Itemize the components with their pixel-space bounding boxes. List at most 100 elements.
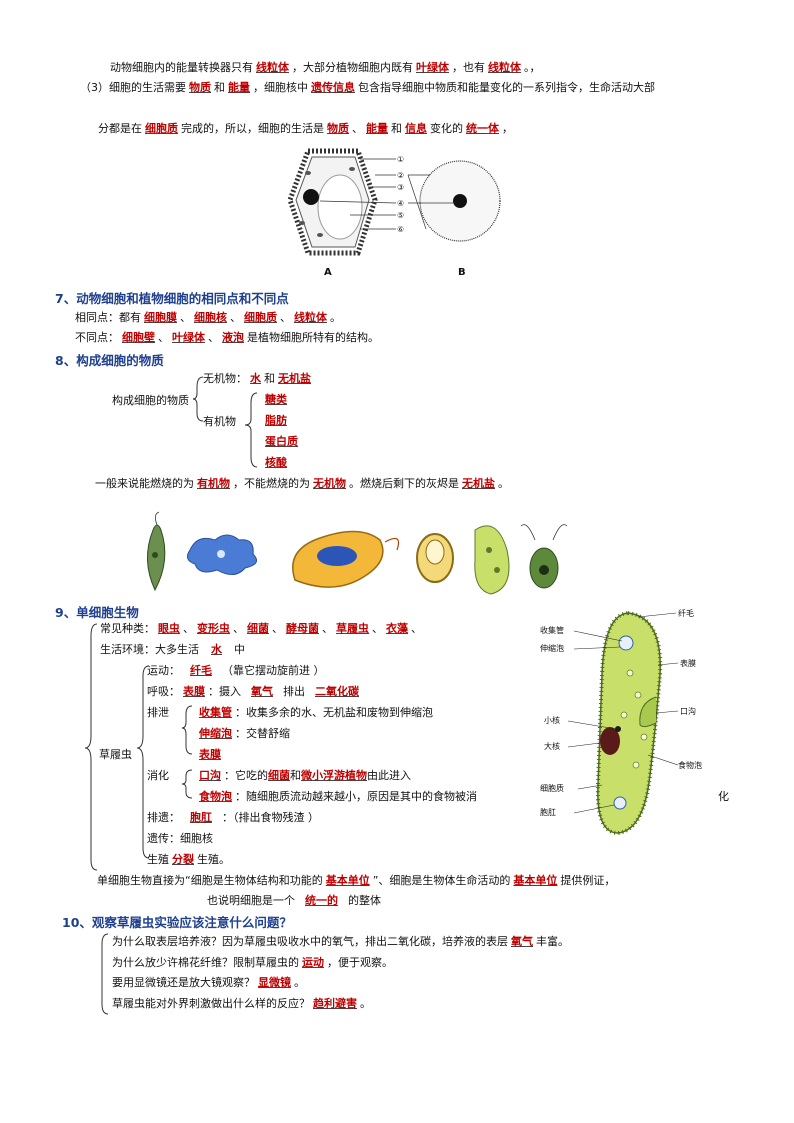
text: ：随细胞质流动越来越小，原因是其中的食物被消: [235, 790, 477, 803]
text: 不同点：: [75, 331, 119, 344]
habitat-line: 生活环境：大多生活水中: [100, 642, 245, 658]
excrete-1: 收集管：收集多余的水、无机盐和废物到伸缩泡: [196, 705, 433, 721]
answer: 草履虫: [336, 622, 369, 635]
heading-10: 10、观察草履虫实验应该注意什么问题？: [62, 915, 292, 930]
text: 和: [264, 372, 275, 385]
text: ：它吃的: [224, 769, 268, 782]
text: 动物细胞内的能量转换器只有: [110, 61, 253, 74]
text: 无机物：: [203, 372, 247, 385]
energy-line-3: 分都是在细胞质完成的，所以，细胞的生活是物质、能量和信息变化的统一体，: [98, 121, 513, 137]
answer: 衣藻: [386, 622, 408, 635]
text: 。: [498, 477, 509, 490]
paramecium-body: [597, 612, 661, 834]
answer: 遗传信息: [311, 81, 355, 94]
answer: 叶绿体: [172, 331, 205, 344]
text: ：（排出食物残渣 ）: [222, 811, 319, 824]
matter-root: 构成细胞的物质: [112, 394, 189, 407]
answer: 氧气: [251, 685, 273, 698]
amoeba-illustration: [186, 534, 258, 575]
num-4: ④: [397, 199, 404, 208]
breath-line: 呼吸：表膜：摄入氧气排出二氧化碳: [147, 684, 369, 700]
paramecium-figure: 纤毛 收集管 伸缩泡 表膜 小核 大核 口沟 食物泡 细胞质 胞肛: [538, 605, 708, 845]
answer: 细胞质: [145, 122, 178, 135]
text: （靠它摆动旋前进 ）: [222, 664, 325, 677]
text: 。燃烧后剩下的灰烬是: [349, 477, 459, 490]
answer: 脂肪: [265, 414, 287, 427]
text: ，不能燃烧的为: [233, 477, 310, 490]
oral-groove: [639, 696, 657, 728]
organic-item: 糖类: [262, 392, 290, 408]
text: ，大部分植物细胞内既有: [292, 61, 413, 74]
answer: 物质: [327, 122, 349, 135]
question-1: 为什么取表层培养液？因为草履虫吸收水中的氧气，排出二氧化碳，培养液的表层氧气丰富…: [112, 934, 569, 950]
answer: 水: [211, 643, 222, 656]
organism-strip: [147, 511, 568, 595]
text: 。: [330, 311, 341, 324]
text: 排遗：: [147, 811, 180, 824]
organic-label: 有机物: [203, 415, 236, 428]
text: ：摄入: [208, 685, 241, 698]
text: 相同点：都有: [75, 311, 141, 324]
text: 和: [214, 81, 225, 94]
text: 排出: [283, 685, 305, 698]
heading-9: 9、单细胞生物: [55, 605, 139, 620]
text: 一般来说能燃烧的为: [95, 477, 194, 490]
text: ，: [502, 122, 513, 135]
answer: 细胞壁: [122, 331, 155, 344]
answer: 伸缩泡: [199, 727, 232, 740]
text: 为什么放少许棉花纤维？限制草履虫的: [112, 956, 299, 969]
answer: 统一的: [305, 894, 338, 907]
brace-questions: [101, 933, 109, 1015]
digest-label: 消化: [147, 769, 169, 782]
answer: 趋利避害: [313, 997, 357, 1010]
answer: 收集管: [199, 706, 232, 719]
answer: 能量: [228, 81, 250, 94]
contractile-vacuoles: [613, 635, 634, 810]
text: 。: [360, 997, 371, 1010]
text: 提供例证，: [560, 874, 616, 887]
text: ，细胞核中: [253, 81, 308, 94]
answer: 眼虫: [158, 622, 180, 635]
text: 分都是在: [98, 122, 142, 135]
answer: 运动: [302, 956, 324, 969]
answer: 表膜: [199, 748, 221, 761]
answer: 纤毛: [190, 664, 212, 677]
digest-1: 口沟：它吃的细菌和微小浮游植物由此进入: [196, 768, 411, 784]
answer: 变形虫: [197, 622, 230, 635]
text: 完成的，所以，细胞的生活是: [181, 122, 324, 135]
answer: 口沟: [199, 769, 221, 782]
paramecium-small-illustration: [474, 525, 510, 595]
num-2: ②: [397, 171, 404, 180]
answer: 糖类: [265, 393, 287, 406]
answer: 蛋白质: [265, 435, 298, 448]
text: 是植物细胞所特有的结构。: [247, 331, 379, 344]
text: 、: [411, 622, 422, 635]
text: 。: [294, 976, 305, 989]
animal-nucleus: [453, 194, 467, 208]
food-vacuoles: [620, 669, 648, 769]
euglena-illustration: [147, 511, 166, 592]
answer: 表膜: [183, 685, 205, 698]
answer: 基本单位: [513, 874, 558, 887]
text: 、: [372, 622, 383, 635]
answer: 线粒体: [256, 61, 289, 74]
answer: 无机物: [313, 477, 346, 490]
matter-brackets: [192, 376, 258, 468]
text: 、: [280, 311, 291, 324]
organic-item: 脂肪: [262, 413, 290, 429]
label-a: A: [324, 267, 332, 278]
text: 丰富。: [536, 935, 569, 948]
heading-7: 7、动物细胞和植物细胞的相同点和不同点: [55, 291, 289, 306]
answer: 线粒体: [488, 61, 521, 74]
label-b: B: [458, 267, 466, 278]
text: 要用显微镜还是放大镜观察？: [112, 976, 255, 989]
answer: 分裂: [172, 853, 194, 866]
brace-root: [192, 376, 204, 422]
answer: 细菌: [268, 769, 290, 782]
heredity-line: 遗传：细胞核: [147, 832, 213, 845]
text: 单细胞生物直接为“细胞是生物体结构和功能的: [97, 874, 323, 887]
answer: 食物泡: [199, 790, 232, 803]
sub-brackets: [181, 705, 193, 799]
leader-lines: [319, 158, 455, 230]
answer: 细胞质: [244, 311, 277, 324]
